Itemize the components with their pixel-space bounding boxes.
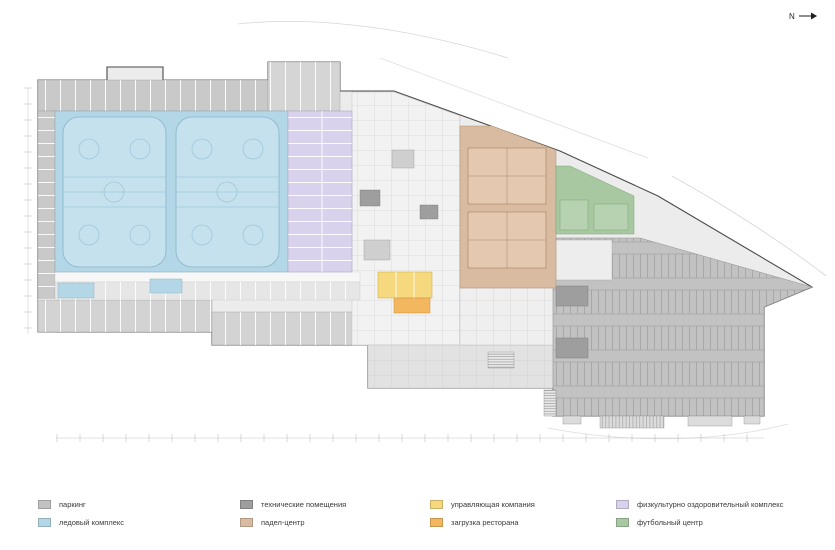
legend-label: загрузка ресторана: [451, 518, 519, 527]
legend-item-fitness-complex: физкультурно оздоровительный комплекс: [616, 499, 783, 510]
elevator-core: [555, 337, 589, 359]
parking-area: [552, 237, 813, 417]
site-contour-lines: [237, 20, 827, 440]
legend-label: физкультурно оздоровительный комплекс: [637, 500, 784, 509]
parking-core-rooms: [555, 239, 613, 281]
technical-rooms-north-annex: [267, 61, 341, 112]
technical-core-rooms: [359, 149, 439, 261]
ice-rink: [62, 116, 167, 268]
elevator-core: [555, 285, 589, 307]
legend-item-parking: паркинг: [38, 499, 124, 510]
technical-rooms-north: [37, 79, 269, 112]
legend-swatch-parking: [38, 500, 51, 509]
dimension-ticks: [24, 86, 766, 442]
legend-item-padel-center: падел-центр: [240, 517, 346, 528]
legend-label: управляющая компания: [451, 500, 535, 509]
legend-swatch-management-company: [430, 500, 443, 509]
ice-rink: [175, 116, 280, 268]
legend-column: управляющая компания загрузка ресторана: [430, 499, 535, 535]
ice-support-room: [57, 282, 95, 299]
legend-label: технические помещения: [261, 500, 347, 509]
legend-item-restaurant-loading: загрузка ресторана: [430, 517, 535, 528]
legend-swatch-football-center: [616, 518, 629, 527]
restaurant-loading-area: [393, 297, 431, 314]
stairs-and-ramps: [487, 351, 761, 429]
legend-swatch-padel-center: [240, 518, 253, 527]
fitness-area: [287, 110, 353, 273]
parking-stalls: [553, 238, 812, 416]
legend-swatch-fitness-complex: [616, 500, 629, 509]
legend-label: ледовый комплекс: [59, 518, 124, 527]
padel-area: [459, 125, 557, 289]
ice-support-room: [149, 278, 183, 294]
padel-court: [467, 147, 547, 205]
locker-room-band: [54, 281, 361, 301]
technical-rooms-west: [37, 110, 56, 333]
legend: паркинг ледовый комплекс технические пом…: [0, 499, 835, 545]
main-corridor: [54, 271, 361, 283]
north-arrow-icon: [798, 12, 817, 20]
legend-column: физкультурно оздоровительный комплекс фу…: [616, 499, 783, 535]
north-arrow: N: [789, 11, 818, 21]
padel-court: [467, 211, 547, 269]
north-label: N: [789, 11, 795, 21]
legend-item-football-center: футбольный центр: [616, 517, 783, 528]
legend-column: паркинг ледовый комплекс: [38, 499, 124, 535]
ice-complex-area: [54, 110, 289, 299]
legend-swatch-ice-complex: [38, 518, 51, 527]
football-area: [555, 165, 635, 235]
service-rooms-south: [37, 299, 369, 346]
legend-swatch-technical-rooms: [240, 500, 253, 509]
legend-column: технические помещения падел-центр: [240, 499, 346, 535]
legend-label: падел-центр: [261, 518, 305, 527]
management-company-area: [377, 271, 433, 299]
legend-item-technical-rooms: технические помещения: [240, 499, 346, 510]
floor-plan-drawing: [24, 20, 827, 442]
core-rooms-south-center: [367, 287, 554, 389]
legend-label: паркинг: [59, 500, 86, 509]
legend-item-management-company: управляющая компания: [430, 499, 535, 510]
legend-item-ice-complex: ледовый комплекс: [38, 517, 124, 528]
legend-swatch-restaurant-loading: [430, 518, 443, 527]
legend-label: футбольный центр: [637, 518, 703, 527]
